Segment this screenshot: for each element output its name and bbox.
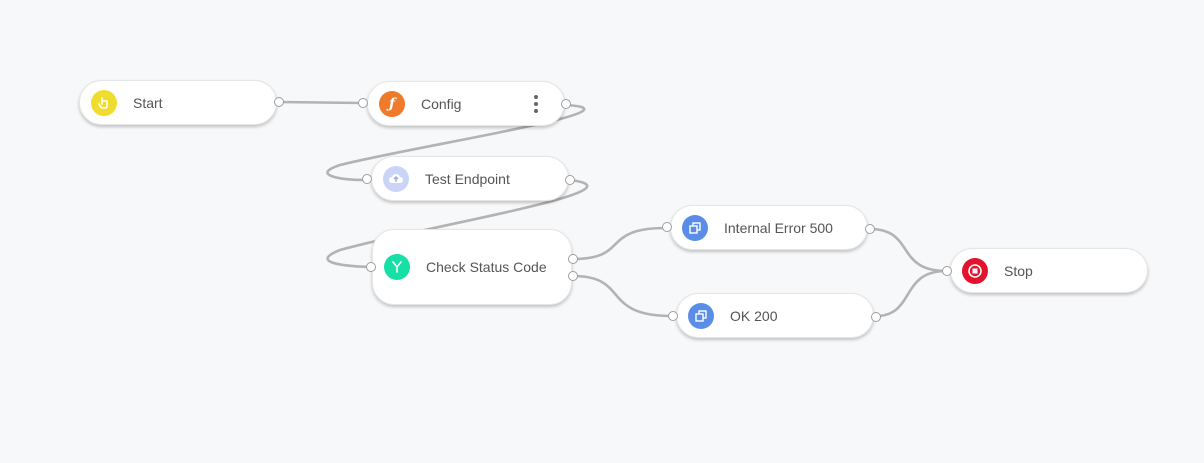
config-input-port[interactable] xyxy=(358,98,368,108)
edge-config-test-endpoint xyxy=(326,103,586,182)
node-config-label: Config xyxy=(421,95,462,112)
internal-error-output-port[interactable] xyxy=(865,224,875,234)
check-status-output-port-2[interactable] xyxy=(568,271,578,281)
node-config[interactable]: ƒ Config xyxy=(367,81,565,126)
cloud-upload-icon xyxy=(383,165,409,192)
stop-icon xyxy=(962,257,988,284)
edge-start-config xyxy=(278,100,364,105)
more-options-icon[interactable] xyxy=(533,94,539,113)
stop-input-port[interactable] xyxy=(942,266,952,276)
node-start-label: Start xyxy=(133,94,163,111)
node-ok-label: OK 200 xyxy=(730,307,778,324)
node-check-status-label: Check Status Code xyxy=(426,259,547,275)
test-endpoint-output-port[interactable] xyxy=(565,175,575,185)
function-icon: ƒ xyxy=(379,90,405,117)
copy-icon xyxy=(688,302,714,329)
edge-internal-error-stop xyxy=(869,227,947,273)
check-status-input-port[interactable] xyxy=(366,262,376,272)
copy-icon xyxy=(682,214,708,241)
internal-error-input-port[interactable] xyxy=(662,222,672,232)
node-test-endpoint-label: Test Endpoint xyxy=(425,170,510,187)
ok-input-port[interactable] xyxy=(668,311,678,321)
hand-pointer-icon xyxy=(91,89,117,116)
node-stop-label: Stop xyxy=(1004,262,1033,279)
node-ok-200[interactable]: OK 200 xyxy=(676,293,874,338)
node-start[interactable]: Start xyxy=(79,80,277,125)
start-output-port[interactable] xyxy=(274,97,284,107)
node-internal-error-label: Internal Error 500 xyxy=(724,219,833,236)
edge-check-status-internal-error xyxy=(572,226,667,261)
node-check-status-code[interactable]: Check Status Code xyxy=(372,229,572,305)
check-status-output-port-1[interactable] xyxy=(568,254,578,264)
config-output-port[interactable] xyxy=(561,99,571,109)
ok-output-port[interactable] xyxy=(871,312,881,322)
edge-ok-stop xyxy=(875,269,947,318)
branch-icon xyxy=(384,254,410,280)
node-internal-error-500[interactable]: Internal Error 500 xyxy=(670,205,868,250)
node-test-endpoint[interactable]: Test Endpoint xyxy=(371,156,569,201)
edge-check-status-ok xyxy=(572,274,673,318)
node-stop[interactable]: Stop xyxy=(950,248,1148,293)
test-endpoint-input-port[interactable] xyxy=(362,174,372,184)
